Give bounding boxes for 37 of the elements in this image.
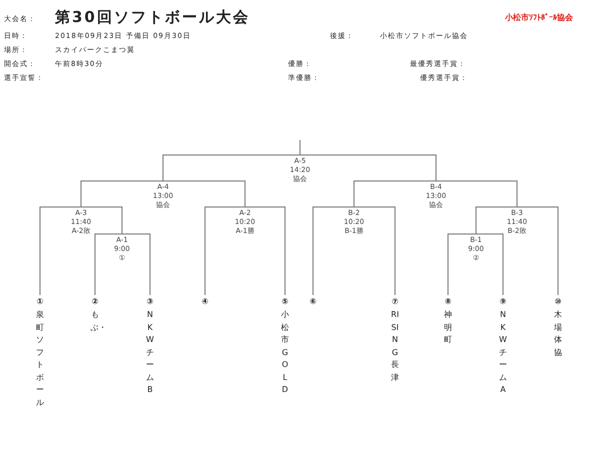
bracket-line: [448, 234, 476, 296]
bracket-line: [436, 180, 518, 208]
bracket-line: [94, 234, 122, 296]
team-name: RISING長津: [390, 309, 400, 384]
seed-number: ②: [90, 297, 100, 306]
bracket-line: [162, 154, 300, 182]
bracket-line: [312, 206, 354, 296]
bracket-line: [244, 206, 286, 296]
bracket-line: [204, 206, 246, 296]
bracket-line: [354, 180, 436, 208]
seed-number: ⑥: [308, 297, 318, 306]
team-name: 神明町: [444, 309, 452, 346]
title: 第30回ソフトボール大会: [55, 8, 250, 27]
bracket-line: [354, 206, 396, 296]
bracket-line: [300, 154, 436, 182]
bracket-line: [162, 180, 246, 208]
team-name: NKWチームB: [146, 309, 154, 396]
bracket-line: [80, 180, 164, 208]
seed-number: ⑦: [390, 297, 400, 306]
bracket-line: [40, 206, 82, 296]
team-name: NKWチームA: [498, 309, 508, 396]
bracket-line: [476, 234, 504, 296]
team-name: 小松市GOLD: [280, 309, 290, 396]
seed-number: ⑤: [280, 297, 290, 306]
seed-number: ⑧: [444, 297, 452, 306]
team-name: 泉町ソフトボール: [36, 309, 44, 408]
seed-number: ③: [146, 297, 154, 306]
bracket-line: [476, 206, 518, 234]
seed-number: ⑨: [498, 297, 508, 306]
seed-number: ④: [200, 297, 210, 306]
seed-number: ①: [36, 297, 44, 306]
seed-number: ⑩: [554, 297, 562, 306]
association-mark: 小松市ｿﾌﾄﾎﾞｰﾙ協会: [505, 12, 573, 23]
team-name: 木場体協: [554, 309, 562, 358]
bracket-line: [122, 234, 150, 296]
bracket-line: [80, 206, 122, 234]
bracket-line: [516, 206, 558, 296]
